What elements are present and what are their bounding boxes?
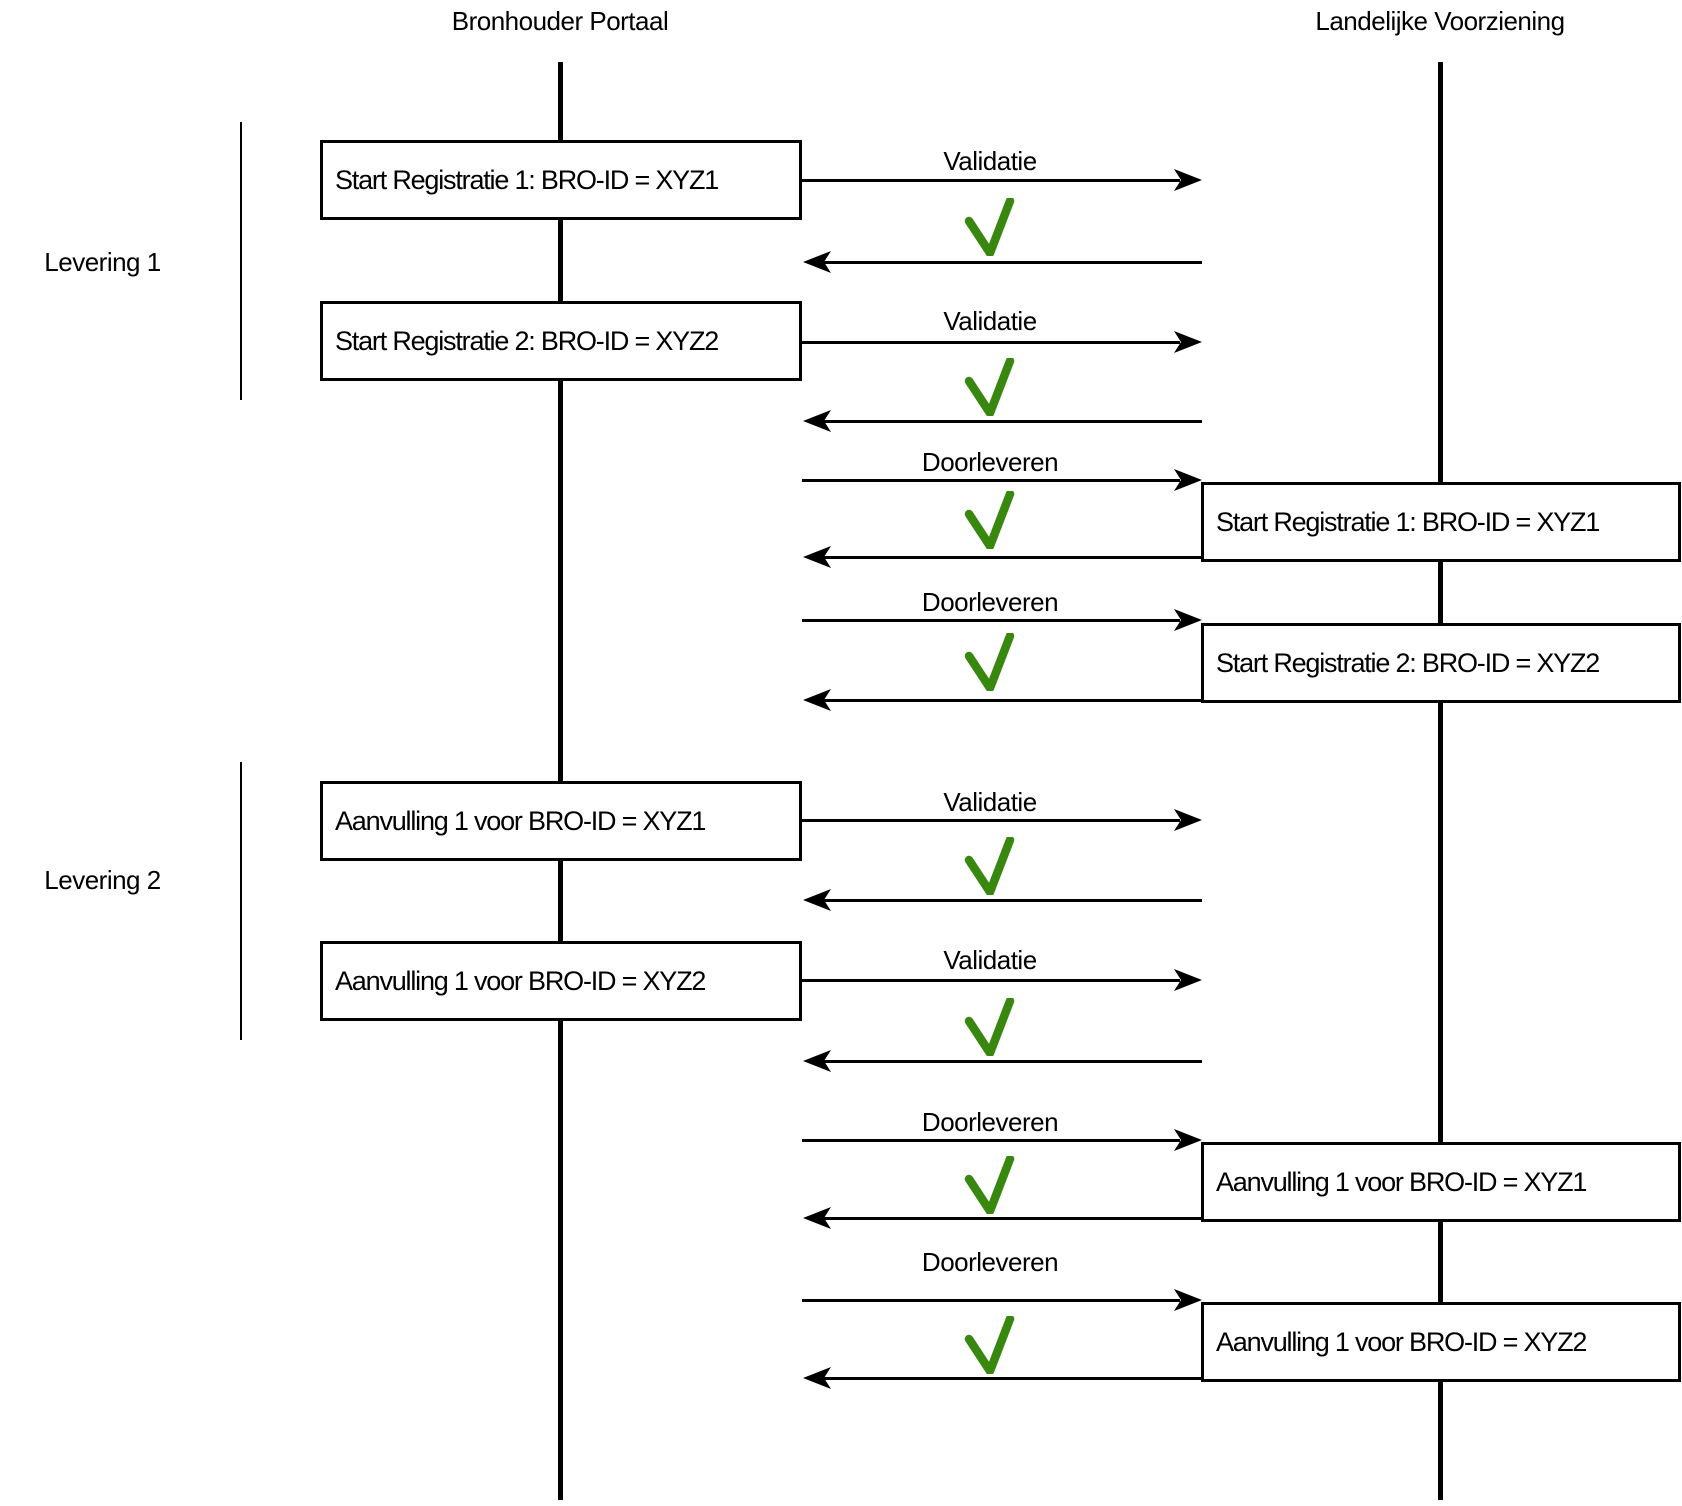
- arrowhead-left-icon: [803, 251, 831, 273]
- success-check-icon: [964, 633, 1015, 691]
- phase-label-levering-1: Levering 1: [44, 247, 161, 277]
- message-label-doorleveren-1: Doorleveren: [921, 447, 1059, 477]
- message-arrow-return: [824, 556, 1202, 559]
- message-arrow-return: [824, 420, 1202, 423]
- message-box-start-registratie-2-left: Start Registratie 2: BRO-ID = XYZ2: [320, 301, 802, 381]
- message-box-label: Aanvulling 1 voor BRO-ID = XYZ1: [1216, 1166, 1587, 1197]
- message-arrow-forward: [802, 979, 1180, 982]
- message-arrow-forward: [802, 341, 1180, 344]
- arrowhead-right-icon: [1174, 809, 1202, 831]
- message-arrow-return: [824, 261, 1202, 264]
- message-box-aanvulling-1-xyz2-left: Aanvulling 1 voor BRO-ID = XYZ2: [320, 941, 802, 1021]
- success-check-icon: [964, 198, 1015, 256]
- arrowhead-right-icon: [1174, 169, 1202, 191]
- success-check-icon: [964, 1316, 1015, 1374]
- success-check-icon: [964, 1156, 1015, 1214]
- arrowhead-right-icon: [1174, 609, 1202, 631]
- message-box-aanvulling-1-xyz2-right: Aanvulling 1 voor BRO-ID = XYZ2: [1201, 1302, 1681, 1382]
- message-box-start-registratie-2-right: Start Registratie 2: BRO-ID = XYZ2: [1201, 623, 1681, 703]
- message-arrow-return: [824, 1060, 1202, 1063]
- message-arrow-forward: [802, 619, 1180, 622]
- message-box-aanvulling-1-xyz1-left: Aanvulling 1 voor BRO-ID = XYZ1: [320, 781, 802, 861]
- arrowhead-left-icon: [803, 546, 831, 568]
- message-box-label: Start Registratie 1: BRO-ID = XYZ1: [335, 164, 719, 195]
- message-box-start-registratie-1-right: Start Registratie 1: BRO-ID = XYZ1: [1201, 482, 1681, 562]
- message-arrow-forward: [802, 1299, 1180, 1302]
- arrowhead-left-icon: [803, 1207, 831, 1229]
- arrowhead-right-icon: [1174, 1289, 1202, 1311]
- message-label-validatie-3: Validatie: [943, 787, 1037, 817]
- message-arrow-return: [824, 699, 1202, 702]
- message-label-doorleveren-4: Doorleveren: [921, 1247, 1059, 1277]
- message-arrow-forward: [802, 179, 1180, 182]
- message-arrow-forward: [802, 1139, 1180, 1142]
- message-arrow-return: [824, 1377, 1202, 1380]
- actor-label-bronhouder-portaal: Bronhouder Portaal: [451, 6, 669, 36]
- message-box-label: Aanvulling 1 voor BRO-ID = XYZ2: [1216, 1326, 1587, 1357]
- success-check-icon: [964, 837, 1015, 895]
- message-box-label: Start Registratie 1: BRO-ID = XYZ1: [1216, 506, 1600, 537]
- message-box-label: Start Registratie 2: BRO-ID = XYZ2: [335, 325, 719, 356]
- arrowhead-right-icon: [1174, 969, 1202, 991]
- success-check-icon: [964, 998, 1015, 1056]
- arrowhead-left-icon: [803, 889, 831, 911]
- success-check-icon: [964, 491, 1015, 549]
- arrowhead-right-icon: [1174, 1129, 1202, 1151]
- message-arrow-return: [824, 899, 1202, 902]
- phase-bracket-levering-2: [240, 762, 242, 1040]
- message-arrow-forward: [802, 479, 1180, 482]
- message-box-label: Start Registratie 2: BRO-ID = XYZ2: [1216, 647, 1600, 678]
- arrowhead-left-icon: [803, 1050, 831, 1072]
- message-label-validatie-2: Validatie: [943, 306, 1037, 336]
- message-box-label: Aanvulling 1 voor BRO-ID = XYZ1: [335, 805, 706, 836]
- message-label-validatie-1: Validatie: [943, 146, 1037, 176]
- phase-label-levering-2: Levering 2: [44, 865, 161, 895]
- arrowhead-right-icon: [1174, 331, 1202, 353]
- message-arrow-return: [824, 1217, 1202, 1220]
- arrowhead-right-icon: [1174, 469, 1202, 491]
- actor-label-landelijke-voorziening: Landelijke Voorziening: [1315, 6, 1565, 36]
- success-check-icon: [964, 358, 1015, 416]
- message-label-doorleveren-3: Doorleveren: [921, 1107, 1059, 1137]
- message-arrow-forward: [802, 819, 1180, 822]
- lifeline-landelijke-voorziening: [1438, 62, 1443, 1500]
- message-label-validatie-4: Validatie: [943, 945, 1037, 975]
- arrowhead-left-icon: [803, 410, 831, 432]
- message-box-label: Aanvulling 1 voor BRO-ID = XYZ2: [335, 965, 706, 996]
- message-box-start-registratie-1-left: Start Registratie 1: BRO-ID = XYZ1: [320, 140, 802, 220]
- phase-bracket-levering-1: [240, 122, 242, 400]
- arrowhead-left-icon: [803, 1367, 831, 1389]
- message-label-doorleveren-2: Doorleveren: [921, 587, 1059, 617]
- message-box-aanvulling-1-xyz1-right: Aanvulling 1 voor BRO-ID = XYZ1: [1201, 1142, 1681, 1222]
- arrowhead-left-icon: [803, 689, 831, 711]
